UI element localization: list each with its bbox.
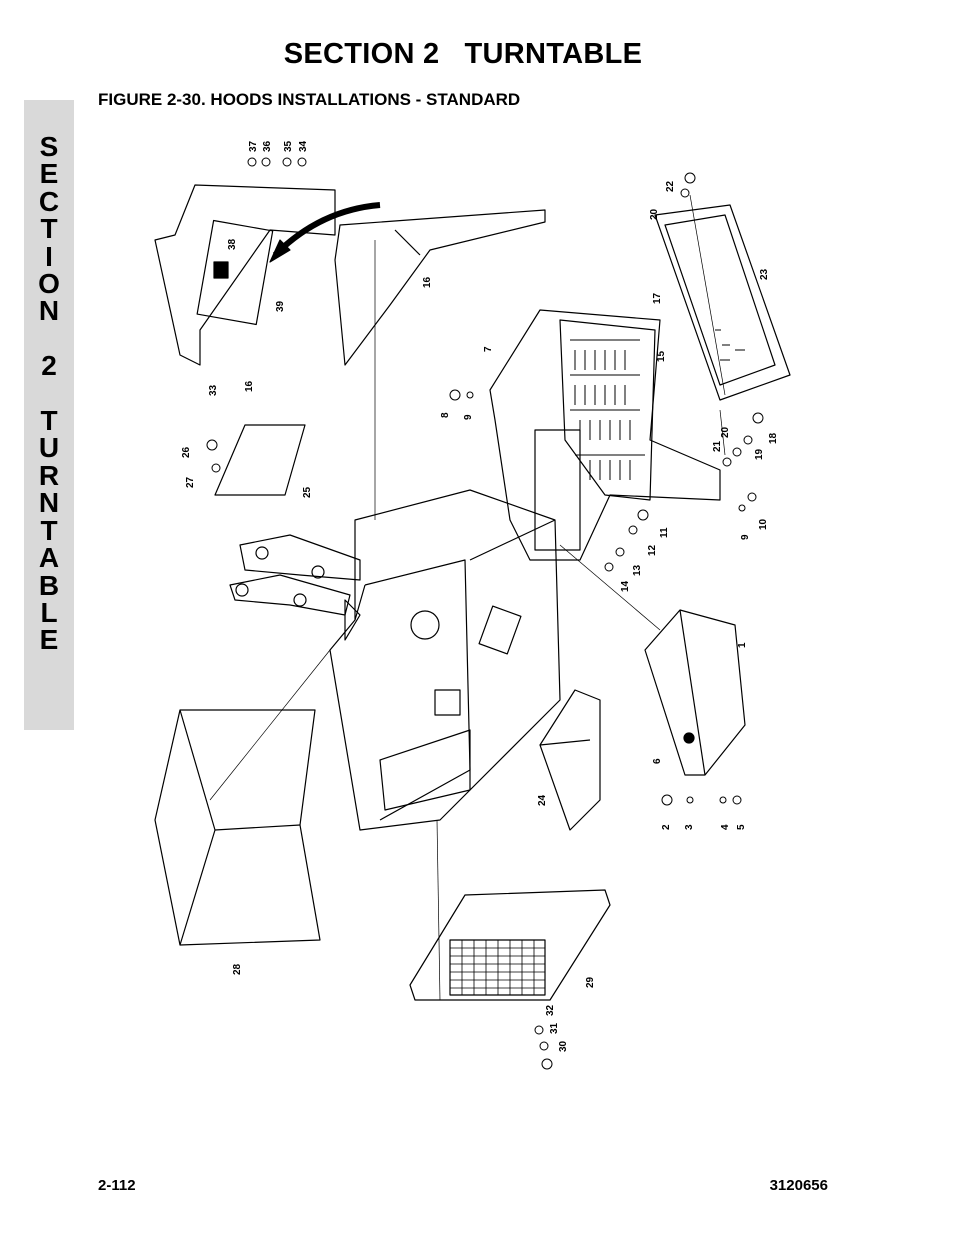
- callout-30: 30: [558, 1040, 569, 1052]
- callout-29: 29: [585, 976, 596, 988]
- callout-19: 19: [754, 448, 765, 460]
- callout-9-right: 9: [740, 534, 751, 540]
- callout-7: 7: [483, 346, 494, 352]
- callout-8: 8: [440, 412, 451, 418]
- callout-32: 32: [545, 1004, 556, 1016]
- hardware-fasteners-drawing: [206, 157, 764, 1070]
- boom-pivot-bracket-drawing: [229, 534, 361, 616]
- callout-16-right: 16: [422, 276, 433, 288]
- side-tab-text: S E C T I O N 2 T U R N T A B L E: [38, 131, 60, 656]
- callout-36: 36: [262, 140, 273, 152]
- side-box-drawing: [654, 204, 791, 401]
- callout-1: 1: [737, 642, 748, 648]
- callout-24: 24: [537, 794, 548, 806]
- callout-2: 2: [661, 824, 672, 830]
- leader-lines-drawing: [209, 194, 726, 1001]
- right-hood-panel-drawing: [334, 209, 546, 366]
- grille-cover-drawing: [409, 889, 611, 1001]
- callout-10: 10: [758, 518, 769, 530]
- callout-34: 34: [298, 140, 309, 152]
- section-title: SECTION 2 TURNTABLE: [283, 38, 643, 70]
- page-number: 2-112: [98, 1177, 136, 1194]
- callout-37: 37: [248, 140, 259, 152]
- callout-21: 21: [712, 440, 723, 452]
- callout-23: 23: [759, 268, 770, 280]
- callout-17: 17: [652, 292, 663, 304]
- callout-12: 12: [647, 544, 658, 556]
- turntable-frame-drawing: [329, 489, 561, 831]
- callout-20-right: 20: [720, 426, 731, 438]
- large-cover-drawing: [154, 709, 321, 946]
- callout-26: 26: [181, 446, 192, 458]
- callout-39: 39: [275, 300, 286, 312]
- section-side-tab: S E C T I O N 2 T U R N T A B L E: [24, 100, 74, 730]
- battery-box-drawing: [644, 609, 746, 776]
- callout-15: 15: [656, 350, 667, 362]
- callout-28: 28: [232, 963, 243, 975]
- small-plate-drawing: [214, 424, 306, 496]
- figure-caption: FIGURE 2-30. HOODS INSTALLATIONS - STAND…: [98, 90, 521, 109]
- callout-14: 14: [620, 580, 631, 592]
- callout-27: 27: [185, 476, 196, 488]
- callout-3: 3: [684, 824, 695, 830]
- callout-4: 4: [720, 824, 731, 830]
- exploded-parts-diagram: 37 36 35 34 38 39 33 16 16 22 20 23 17 7…: [154, 140, 791, 1070]
- callout-16-left: 16: [244, 380, 255, 392]
- callout-35: 35: [283, 140, 294, 152]
- small-tray-drawing: [539, 689, 601, 831]
- callout-18: 18: [768, 432, 779, 444]
- callout-20-top: 20: [649, 208, 660, 220]
- callout-6: 6: [652, 758, 663, 764]
- callout-31: 31: [549, 1022, 560, 1034]
- callout-labels: 37 36 35 34 38 39 33 16 16 22 20 23 17 7…: [181, 140, 779, 1052]
- callout-9-left: 9: [463, 414, 474, 420]
- callout-38: 38: [227, 238, 238, 250]
- document-number: 3120656: [769, 1177, 828, 1194]
- left-hood-drawing: [154, 184, 381, 366]
- callout-5: 5: [736, 824, 747, 830]
- top-cover-plate-drawing: [489, 309, 721, 561]
- callout-13: 13: [632, 564, 643, 576]
- callout-22: 22: [665, 180, 676, 192]
- callout-25: 25: [302, 486, 313, 498]
- callout-11: 11: [659, 527, 670, 538]
- callout-33: 33: [208, 384, 219, 396]
